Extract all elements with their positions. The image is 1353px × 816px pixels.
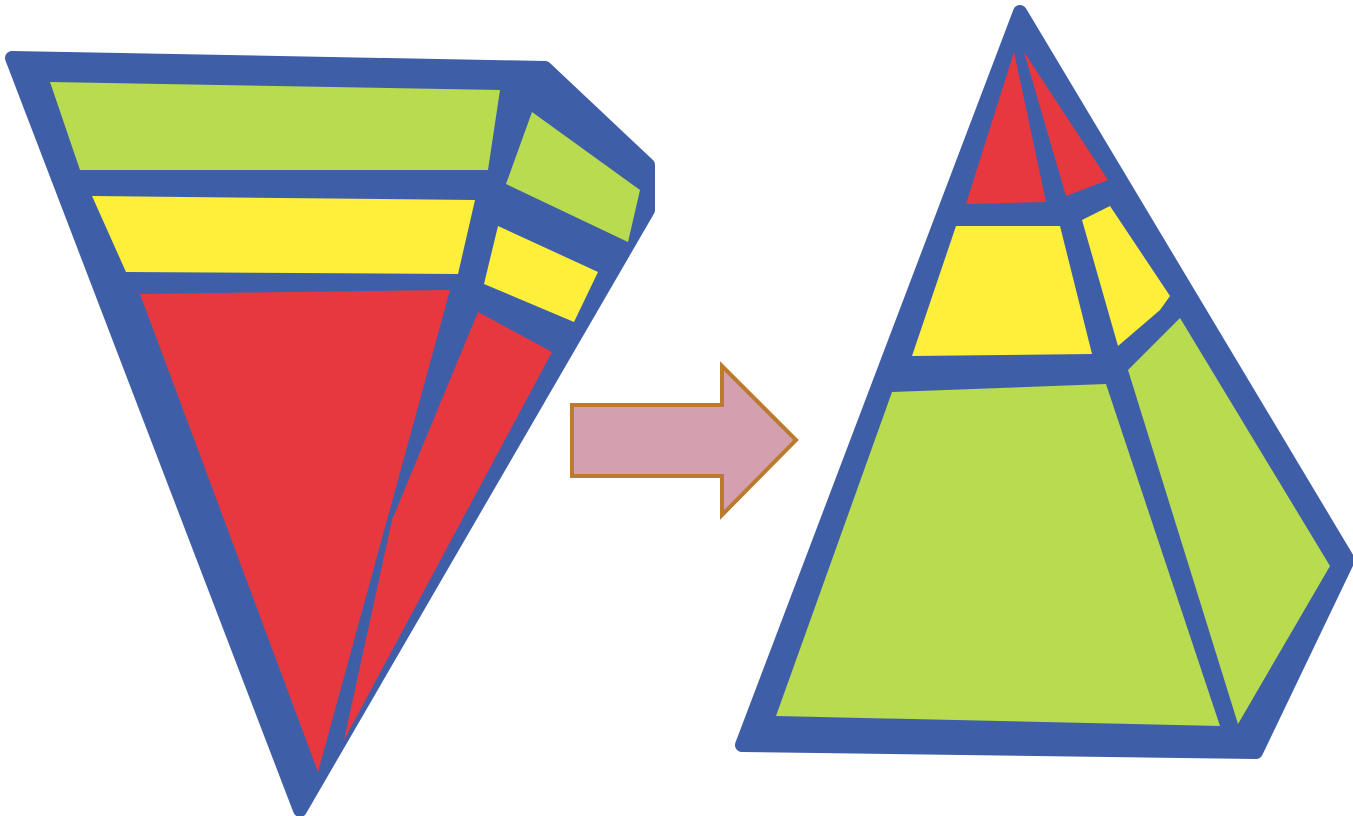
inverted-front-layer-green (50, 82, 500, 170)
inverted-front-layer-yellow (92, 196, 475, 274)
inverted-pyramid (12, 58, 648, 810)
transformation-arrow (572, 366, 796, 515)
upright-pyramid (742, 12, 1348, 752)
arrow-right-icon (572, 366, 796, 515)
